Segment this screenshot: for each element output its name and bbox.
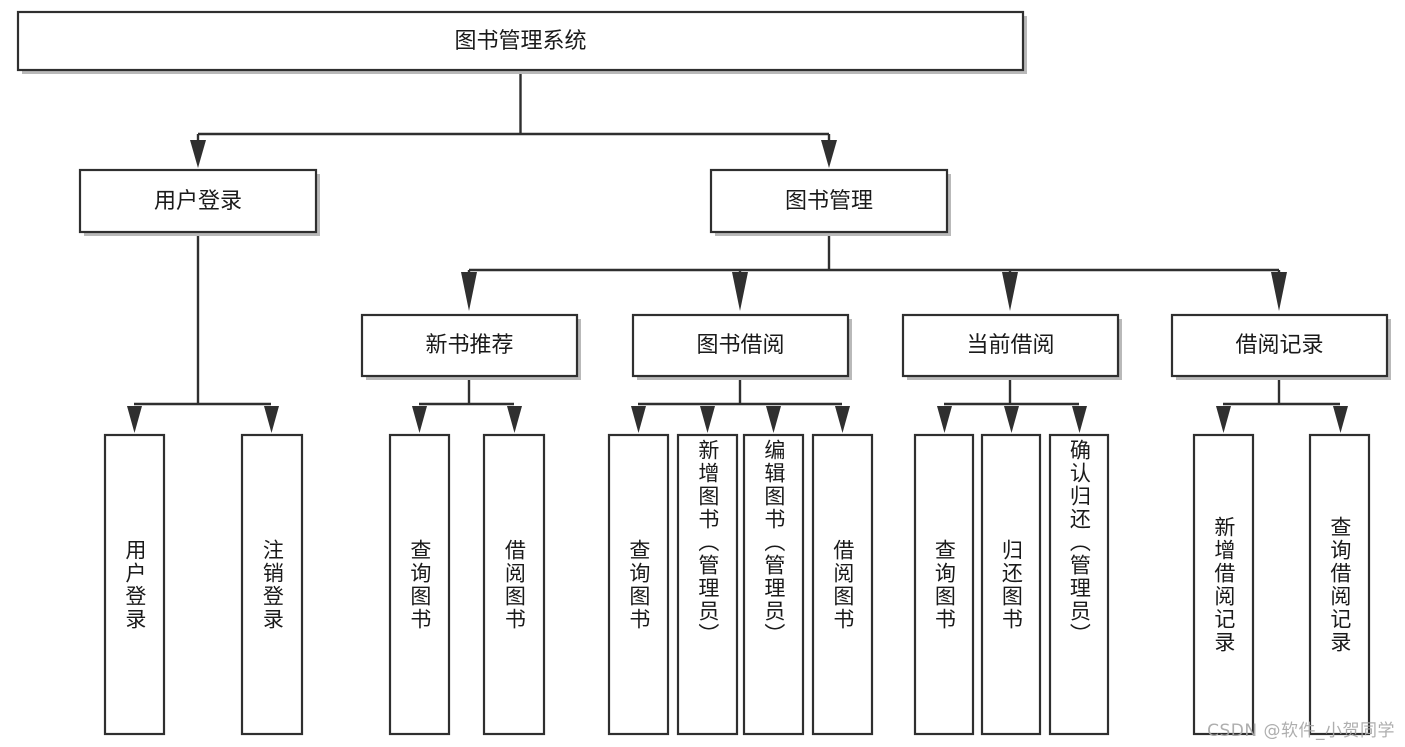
borrow-record-node-box[interactable] <box>1170 313 1389 378</box>
connector-group-book-borrow <box>631 376 850 433</box>
arrow-new-book-leaf-1 <box>412 406 427 433</box>
leaf-node-box[interactable] <box>980 433 1042 736</box>
leaf-node-box[interactable] <box>913 433 975 736</box>
book-borrow-node-label: 图书借阅 <box>696 333 784 358</box>
arrow-book-mgmt-to-current <box>1002 272 1018 311</box>
book-mgmt-node-label: 图书管理 <box>785 189 873 214</box>
connector-group-borrow-record <box>1216 376 1348 433</box>
leaf-node-box[interactable] <box>388 433 451 736</box>
leaf-node-box[interactable] <box>103 433 166 736</box>
arrow-book-borrow-leaf-1 <box>631 406 646 433</box>
arrow-book-borrow-leaf-4 <box>835 406 850 433</box>
arrow-book-borrow-leaf-2 <box>700 406 715 433</box>
connector-group-new-book <box>412 376 522 433</box>
arrow-borrow-record-leaf-2 <box>1333 406 1348 433</box>
arrow-book-mgmt-to-borrow <box>732 272 748 311</box>
leaf-node-box[interactable] <box>1308 433 1371 736</box>
leaf-node-box[interactable] <box>811 433 874 736</box>
arrow-new-book-leaf-2 <box>507 406 522 433</box>
leaf-node-box[interactable] <box>1192 433 1255 736</box>
root-node-box[interactable] <box>16 10 1025 72</box>
connector-group-book-mgmt <box>461 232 1287 311</box>
arrow-root-to-book-mgmt <box>821 140 837 168</box>
root-node-label: 图书管理系统 <box>454 29 586 54</box>
arrow-root-to-user-login <box>190 140 206 168</box>
connector-group-current-borrow <box>937 376 1087 433</box>
book-mgmt-node-box[interactable] <box>709 168 949 234</box>
current-borrow-node-box[interactable] <box>901 313 1120 378</box>
leaf-node-box[interactable] <box>482 433 546 736</box>
user-login-node-label: 用户登录 <box>154 189 242 214</box>
new-book-node-label: 新书推荐 <box>425 333 513 358</box>
new-book-node-box[interactable] <box>360 313 579 378</box>
leaf-node-box[interactable] <box>742 433 805 736</box>
leaf-node-box[interactable] <box>240 433 304 736</box>
arrow-book-mgmt-to-new-book <box>461 272 477 311</box>
book-borrow-node-box[interactable] <box>631 313 850 378</box>
arrow-borrow-record-leaf-1 <box>1216 406 1231 433</box>
csdn-watermark: CSDN @软件_小贺同学 <box>1207 721 1395 741</box>
connector-group-user-login <box>127 232 279 433</box>
leaf-node-box[interactable] <box>607 433 670 736</box>
arrow-current-borrow-leaf-1 <box>937 406 952 433</box>
arrow-user-login-leaf-1 <box>127 406 142 433</box>
user-login-node-box[interactable] <box>78 168 318 234</box>
arrow-user-login-leaf-2 <box>264 406 279 433</box>
arrow-current-borrow-leaf-2 <box>1004 406 1019 433</box>
current-borrow-node-label: 当前借阅 <box>966 333 1054 358</box>
connector-group-root <box>190 70 837 168</box>
leaf-node-box[interactable] <box>676 433 739 736</box>
horizontal-labels: 图书管理系统 用户登录 图书管理 新书推荐 图书借阅 当前借阅 借阅记录 <box>154 29 1324 358</box>
arrow-current-borrow-leaf-3 <box>1072 406 1087 433</box>
leaf-node-box[interactable] <box>1048 433 1110 736</box>
borrow-record-node-label: 借阅记录 <box>1235 333 1323 358</box>
arrow-book-mgmt-to-record <box>1271 272 1287 311</box>
arrow-book-borrow-leaf-3 <box>766 406 781 433</box>
node-boxes <box>16 10 1391 736</box>
